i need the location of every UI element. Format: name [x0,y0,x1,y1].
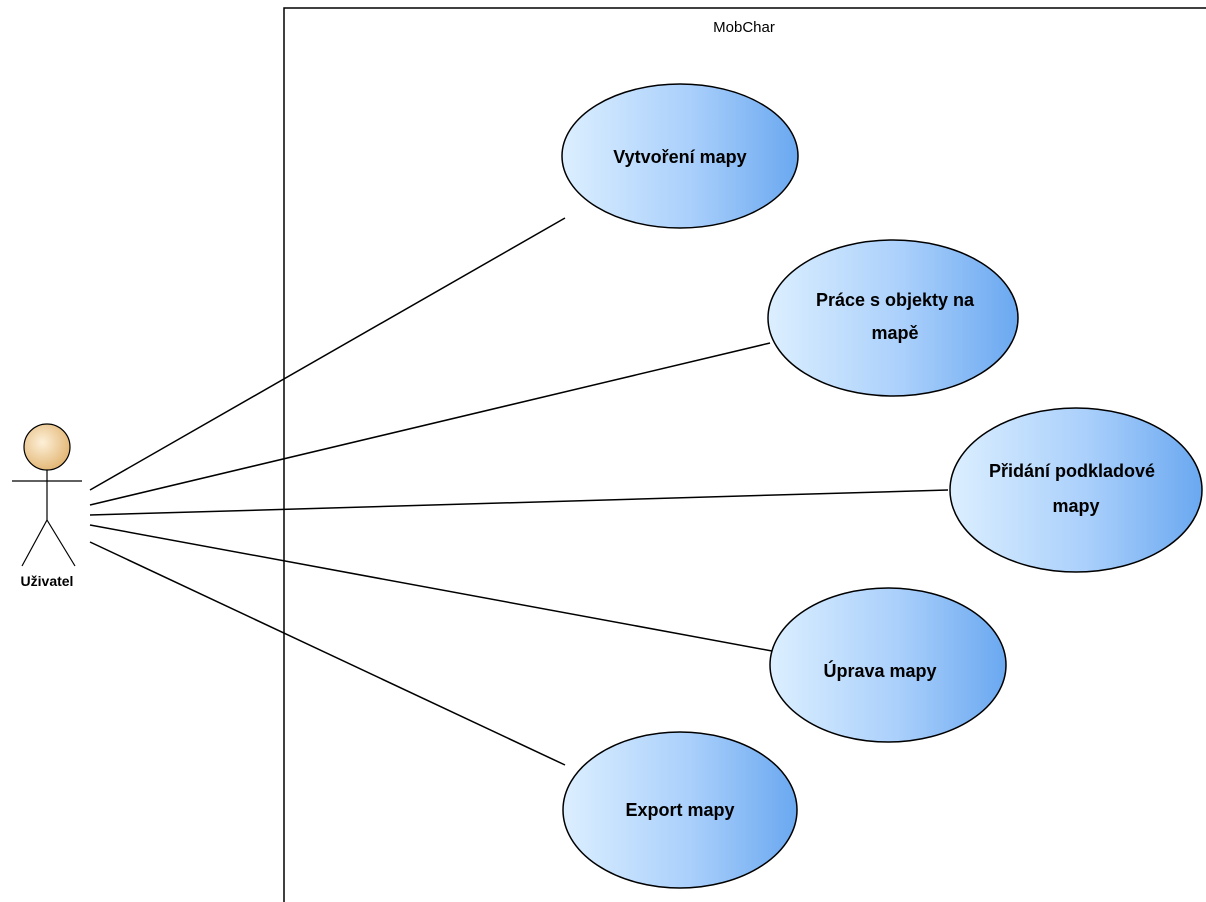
use-case-label: Vytvoření mapy [613,147,746,167]
use-case-vytvoreni-mapy[interactable]: Vytvoření mapy [561,83,799,229]
system-boundary: MobChar [283,7,1206,902]
actor-left-leg [21,519,48,567]
use-case-export-mapy[interactable]: Export mapy [562,731,798,889]
use-case-label-line1: Přidání podkladové [989,461,1155,481]
use-case-uprava-mapy[interactable]: Úprava mapy [769,587,1007,743]
association-pridani[interactable] [89,489,949,516]
system-title: MobChar [713,19,775,36]
actor-right-leg [46,519,76,567]
association-vytvoreni[interactable] [89,217,566,491]
use-case-pridani-podkladove-mapy[interactable]: Přidání podkladové mapy [949,407,1203,573]
actor[interactable]: Uživatel [12,423,82,589]
associations [89,217,949,766]
use-case-prace-s-objekty[interactable]: Práce s objekty na mapě [767,239,1019,397]
use-case-label: Úprava mapy [823,660,936,681]
use-case-label-line1: Práce s objekty na [816,290,975,310]
association-prace[interactable] [89,342,771,506]
use-case-label: Export mapy [625,800,734,820]
use-case-label-line2: mapy [1052,496,1099,516]
use-case-label-line2: mapě [871,323,918,343]
association-uprava[interactable] [89,524,773,652]
actor-label: Uživatel [21,573,74,589]
association-export[interactable] [89,541,566,766]
actor-head [23,423,71,471]
